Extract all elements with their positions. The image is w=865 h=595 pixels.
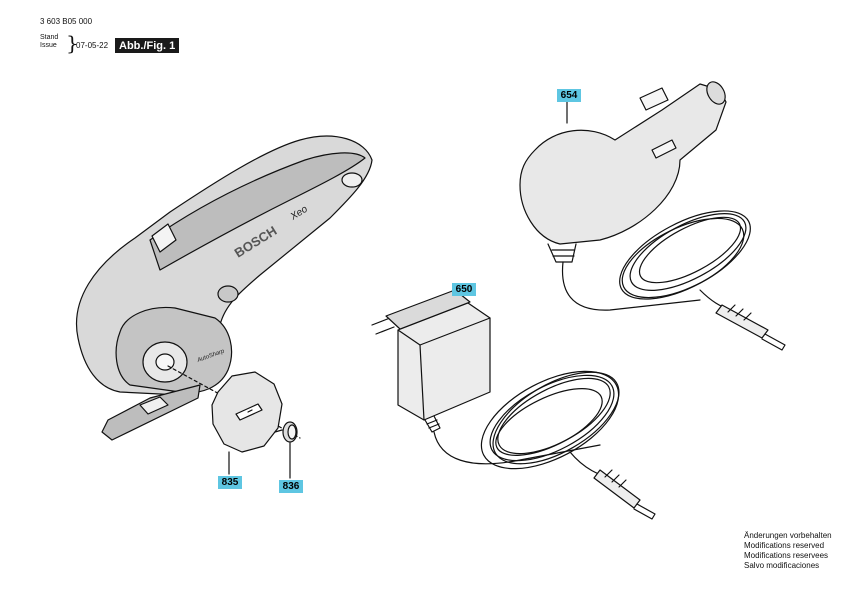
callout-part-835: 835	[218, 476, 242, 489]
screw-part	[274, 421, 298, 443]
modifications-line-es: Salvo modificaciones	[744, 561, 820, 570]
modifications-line-en: Modifications reserved	[744, 541, 825, 550]
car-adapter-part	[519, 81, 786, 351]
callout-part-836: 836	[279, 480, 303, 493]
blade-part	[211, 371, 283, 453]
callout-part-650: 650	[452, 283, 476, 296]
modifications-notice: Änderungen vorbehalten Modifications res…	[744, 531, 832, 571]
callout-part-654: 654	[557, 89, 581, 102]
issue-label: Issue	[40, 42, 57, 49]
stand-label: Stand	[40, 34, 59, 41]
charger-part	[371, 289, 656, 520]
document-number: 3 603 B05 000	[40, 17, 93, 26]
issue-date: 07-05-22	[76, 41, 109, 50]
cutter-tool	[76, 135, 373, 441]
brace-icon: }	[66, 31, 79, 55]
modifications-line-fr: Modifications reservees	[744, 551, 829, 560]
stand-issue-label: Stand Issue	[40, 34, 58, 50]
figure-label: Abb./Fig. 1	[115, 38, 180, 53]
modifications-line-de: Änderungen vorbehalten	[744, 531, 832, 540]
